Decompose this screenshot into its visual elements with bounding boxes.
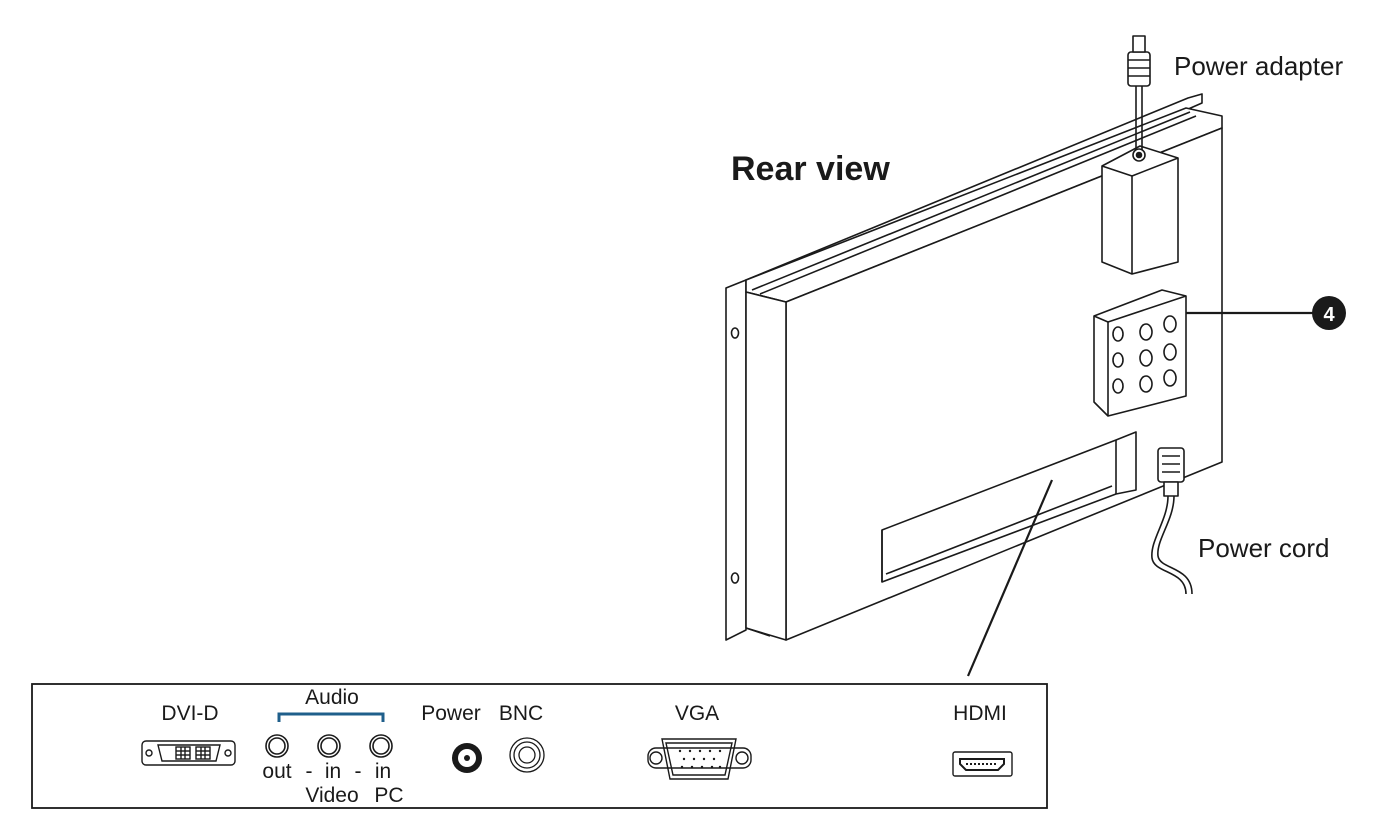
- power-jack-icon: [452, 743, 482, 773]
- jack-label-out: out: [262, 760, 291, 783]
- jack-label-in-1: in: [325, 760, 341, 783]
- dvi-label: DVI-D: [161, 702, 218, 725]
- power-cord: [1151, 447, 1193, 595]
- bnc-port-icon: [509, 737, 545, 773]
- jack-label-dash-1: -: [306, 760, 313, 783]
- dvi-port-icon: [141, 740, 236, 766]
- power-port-label: Power: [421, 702, 481, 725]
- vga-port-icon: [647, 738, 752, 780]
- audio-group-bracket: [277, 712, 385, 722]
- bnc-label: BNC: [499, 702, 543, 725]
- connector-recess: [881, 431, 1137, 583]
- power-cord-label: Power cord: [1198, 533, 1330, 563]
- audio-label: Audio: [305, 686, 359, 709]
- power-adapter-plug: [1127, 35, 1151, 162]
- hdmi-leader-line: [966, 479, 1054, 677]
- diagram-title: Rear view: [731, 150, 890, 188]
- power-adapter-label: Power adapter: [1174, 51, 1343, 81]
- hdmi-port-icon: [952, 751, 1013, 777]
- audio-jacks: [265, 734, 393, 758]
- power-adapter-box: [1101, 145, 1179, 275]
- callout-badge-4: 4: [1312, 296, 1346, 330]
- connector-panel: DVI-D Audio out - in - in Vid: [31, 683, 1048, 809]
- jack-label-pc: PC: [374, 784, 403, 807]
- vesa-bracket: [1093, 289, 1187, 417]
- callout-number: 4: [1323, 304, 1335, 326]
- hdmi-label: HDMI: [953, 702, 1007, 725]
- video-in-jack-icon: [317, 734, 341, 758]
- audio-out-jack-icon: [265, 734, 289, 758]
- vga-label: VGA: [675, 702, 719, 725]
- pc-in-jack-icon: [369, 734, 393, 758]
- mounting-flange: [725, 279, 747, 641]
- jack-label-video: Video: [305, 784, 358, 807]
- jack-label-dash-2: -: [355, 760, 362, 783]
- jack-label-in-2: in: [375, 760, 391, 783]
